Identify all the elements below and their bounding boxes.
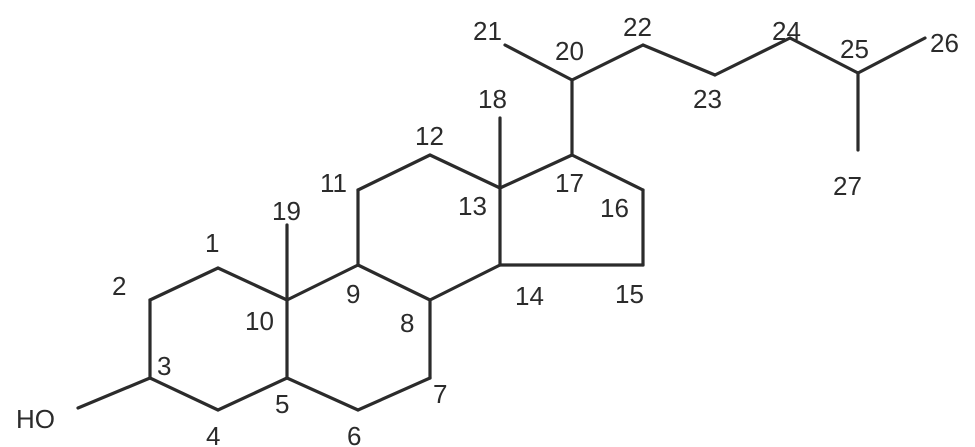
bond-lines (76, 36, 927, 412)
bond-c20-c21 (503, 43, 574, 82)
carbon-number-label-6: 6 (347, 421, 361, 447)
bond-c25-c26 (856, 36, 927, 75)
carbon-number-label-24: 24 (772, 16, 801, 46)
bond-c20-c22 (570, 43, 645, 82)
carbon-number-label-15: 15 (615, 279, 644, 309)
bond-c23-c24 (713, 36, 792, 77)
bond-c3-o (76, 376, 152, 410)
carbon-number-label-26: 26 (930, 28, 959, 58)
bond-c1-c2 (148, 266, 220, 302)
bond-c3-c4 (148, 376, 220, 412)
bond-c22-c23 (641, 43, 717, 77)
carbon-number-label-14: 14 (515, 281, 544, 311)
carbon-number-label-17: 17 (555, 168, 584, 198)
bond-c24-c25 (788, 36, 860, 75)
carbon-number-label-10: 10 (245, 306, 274, 336)
bond-c9-c8 (356, 263, 432, 302)
carbon-number-label-7: 7 (433, 379, 447, 409)
bond-c17-c16 (570, 153, 645, 192)
carbon-number-label-1: 1 (205, 228, 219, 258)
bond-c10-c9 (285, 263, 360, 302)
carbon-number-label-20: 20 (555, 36, 584, 66)
bond-c6-c5 (285, 376, 360, 412)
bond-c12-c13 (428, 153, 502, 190)
bond-c7-c6 (356, 376, 432, 412)
carbon-number-label-8: 8 (400, 308, 414, 338)
carbon-number-label-19: 19 (272, 196, 301, 226)
carbon-number-label-21: 21 (473, 16, 502, 46)
carbon-number-label-25: 25 (840, 34, 869, 64)
carbon-number-label-13: 13 (458, 191, 487, 221)
carbon-number-label-16: 16 (600, 193, 629, 223)
bond-c10-c1 (216, 266, 289, 302)
carbon-number-label-27: 27 (833, 171, 862, 201)
carbon-number-label-5: 5 (275, 389, 289, 419)
carbon-number-label-12: 12 (415, 121, 444, 151)
carbon-number-label-2: 2 (112, 271, 126, 301)
carbon-number-label-3: 3 (157, 351, 171, 381)
bond-c13-c17 (498, 153, 574, 190)
hydroxyl-group-label: HO (16, 404, 55, 434)
bond-c11-c12 (356, 153, 432, 192)
carbon-number-label-18: 18 (478, 84, 507, 114)
bond-c14-c8 (428, 263, 502, 302)
carbon-number-label-11: 11 (320, 168, 347, 198)
carbon-number-label-4: 4 (206, 421, 220, 447)
carbon-number-label-23: 23 (693, 84, 722, 114)
carbon-number-label-9: 9 (346, 279, 360, 309)
bond-c4-c5 (216, 376, 289, 412)
carbon-number-label-22: 22 (623, 12, 652, 42)
